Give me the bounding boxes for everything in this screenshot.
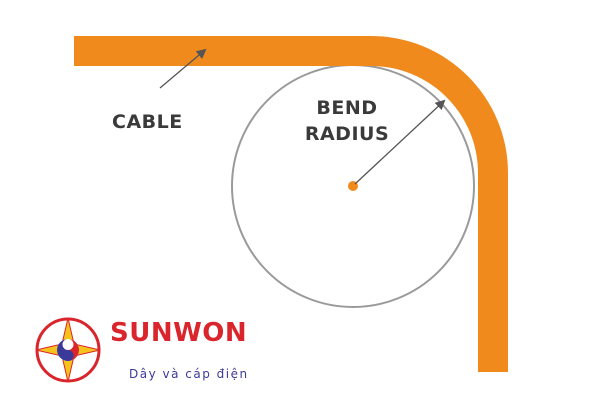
cable-pointer-arrow — [159, 48, 207, 89]
radius-arrow — [354, 99, 446, 185]
bend-radius-label: BEND RADIUS — [297, 95, 397, 147]
bend-label-line2: RADIUS — [304, 123, 390, 145]
brand-block: SUNWON Dây và cáp điện — [33, 315, 273, 385]
brand-name: SUNWON — [110, 318, 248, 348]
cable-label: CABLE — [112, 111, 183, 133]
bend-label-line1: BEND — [316, 97, 378, 119]
sunwon-logo-icon — [35, 317, 101, 383]
brand-tagline: Dây và cáp điện — [129, 367, 249, 381]
